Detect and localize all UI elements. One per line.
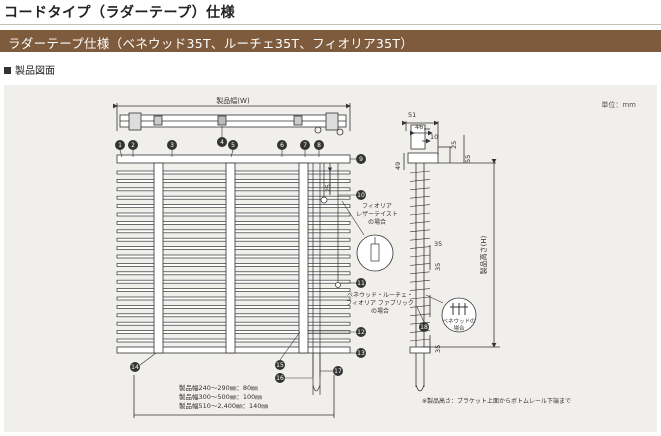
svg-text:8: 8 xyxy=(317,142,321,149)
dim-front-25: 25 xyxy=(325,184,332,192)
side-slat xyxy=(409,254,431,258)
width-label: 製品幅(W) xyxy=(216,96,250,105)
svg-text:17: 17 xyxy=(334,368,342,375)
callout-9: 9 xyxy=(350,154,366,164)
dim-25: 25 xyxy=(450,141,458,149)
callout-4: 4 xyxy=(217,126,227,147)
benewood-note-line2: フィオリア ファブリック xyxy=(346,299,414,307)
dim-55: 55 xyxy=(464,155,472,163)
svg-text:6: 6 xyxy=(280,142,284,149)
side-slat xyxy=(409,288,431,291)
section-label-text: 製品図面 xyxy=(15,66,55,77)
fioria-note-line3: の場合 xyxy=(368,218,386,226)
side-slat xyxy=(409,237,431,241)
side-slat xyxy=(409,321,431,325)
callout-16: 16 xyxy=(275,373,313,383)
dim-mid-35b: 35 xyxy=(434,263,442,271)
side-slat xyxy=(409,279,431,283)
benewood-note-line1: ベネウッド・ルーチェ・ xyxy=(347,291,413,299)
height-label: 製品高さ(H) xyxy=(479,235,488,274)
side-slat xyxy=(409,271,431,275)
callout-18: 18 xyxy=(416,306,429,332)
callout-15: 15 xyxy=(275,331,301,370)
side-slat xyxy=(409,179,431,182)
fioria-note: フィオリア レザーテイスト の場合 xyxy=(341,200,398,272)
svg-text:1: 1 xyxy=(118,142,122,149)
callout-2: 2 xyxy=(128,140,138,157)
callout-5: 5 xyxy=(228,140,238,158)
side-slat xyxy=(409,195,431,199)
title-divider xyxy=(0,24,661,25)
front-view: 25 xyxy=(116,154,351,395)
callouts: 1 2 3 4 5 6 7 8 9 10 11 12 13 14 15 16 1… xyxy=(115,126,429,383)
side-slat xyxy=(409,212,431,216)
svg-text:5: 5 xyxy=(231,142,235,149)
callout-1: 1 xyxy=(115,140,125,158)
side-slat xyxy=(409,187,431,191)
svg-text:2: 2 xyxy=(131,142,135,149)
ladder-spacing-2: 製品幅300～500㎜：100㎜ xyxy=(179,392,262,401)
fioria-note-line1: フィオリア xyxy=(362,203,392,210)
callout-3: 3 xyxy=(167,140,177,157)
callout-7: 7 xyxy=(300,140,310,157)
benewood-note-line3: の場合 xyxy=(371,307,389,315)
banner-text: ラダーテープ仕様（ベネウッド35T、ルーチェ35T、フィオリア35T） xyxy=(8,36,414,51)
benewood-bubble: ベネウッドの 場合 xyxy=(425,294,477,333)
side-slat xyxy=(409,229,431,233)
svg-text:9: 9 xyxy=(359,156,363,163)
footnote: ※製品高さ：ブラケット上面からボトムレール下端まで xyxy=(422,397,571,405)
side-slat xyxy=(409,263,431,266)
svg-text:16: 16 xyxy=(276,375,284,382)
side-slat xyxy=(409,313,431,317)
callout-12: 12 xyxy=(308,327,366,337)
svg-text:14: 14 xyxy=(131,364,139,371)
callout-17: 17 xyxy=(320,366,343,376)
side-view xyxy=(402,120,500,392)
benewood-bubble-line1: ベネウッドの xyxy=(442,317,475,325)
callout-10: 10 xyxy=(338,190,366,200)
ladder-spacing-3: 製品幅510～2,400㎜：140㎜ xyxy=(179,401,268,410)
product-drawing: 単位：mm 製品幅(W) xyxy=(113,96,636,418)
page-title: コードタイプ（ラダーテープ）仕様 xyxy=(4,5,236,21)
ladder-spacing-1: 製品幅240～290㎜：80㎜ xyxy=(179,383,258,392)
side-slat xyxy=(409,170,431,174)
side-slat xyxy=(409,296,431,300)
side-slat xyxy=(409,221,431,224)
side-slat xyxy=(409,338,431,342)
dim-mid-35: 35 xyxy=(434,240,442,248)
svg-text:10: 10 xyxy=(357,192,365,199)
side-slat xyxy=(409,204,431,207)
side-slat xyxy=(409,330,431,333)
ladder-tapes xyxy=(153,162,309,354)
dim-10: 10 xyxy=(430,133,438,141)
top-view xyxy=(113,103,351,136)
svg-text:12: 12 xyxy=(357,329,365,336)
side-slat xyxy=(409,246,431,249)
dim-51: 51 xyxy=(408,111,416,119)
bottom-width-dim xyxy=(133,375,335,418)
dim-46: 46 xyxy=(415,123,423,131)
callout-8: 8 xyxy=(314,140,324,157)
callout-6: 6 xyxy=(277,140,287,157)
drawing-panel: 単位：mm 製品幅(W) xyxy=(4,85,657,432)
svg-text:15: 15 xyxy=(276,362,284,369)
side-slat xyxy=(409,305,431,308)
unit-label: 単位：mm xyxy=(601,100,636,109)
callout-13: 13 xyxy=(350,348,366,358)
square-bullet-icon xyxy=(4,67,11,74)
fioria-note-line2: レザーテイスト xyxy=(356,211,398,218)
benewood-bubble-line2: 場合 xyxy=(453,324,465,332)
section-label: 製品図面 xyxy=(4,62,55,77)
svg-text:3: 3 xyxy=(170,142,174,149)
callout-11: 11 xyxy=(340,278,366,288)
svg-text:13: 13 xyxy=(357,350,365,357)
callout-14: 14 xyxy=(130,352,157,372)
side-slats xyxy=(409,170,431,342)
section-banner: ラダーテープ仕様（ベネウッド35T、ルーチェ35T、フィオリア35T） xyxy=(0,30,661,52)
svg-text:7: 7 xyxy=(303,142,307,149)
svg-text:11: 11 xyxy=(357,280,365,287)
dim-49: 49 xyxy=(394,162,402,170)
svg-text:4: 4 xyxy=(220,139,224,146)
dim-bot-35: 35 xyxy=(434,345,442,353)
